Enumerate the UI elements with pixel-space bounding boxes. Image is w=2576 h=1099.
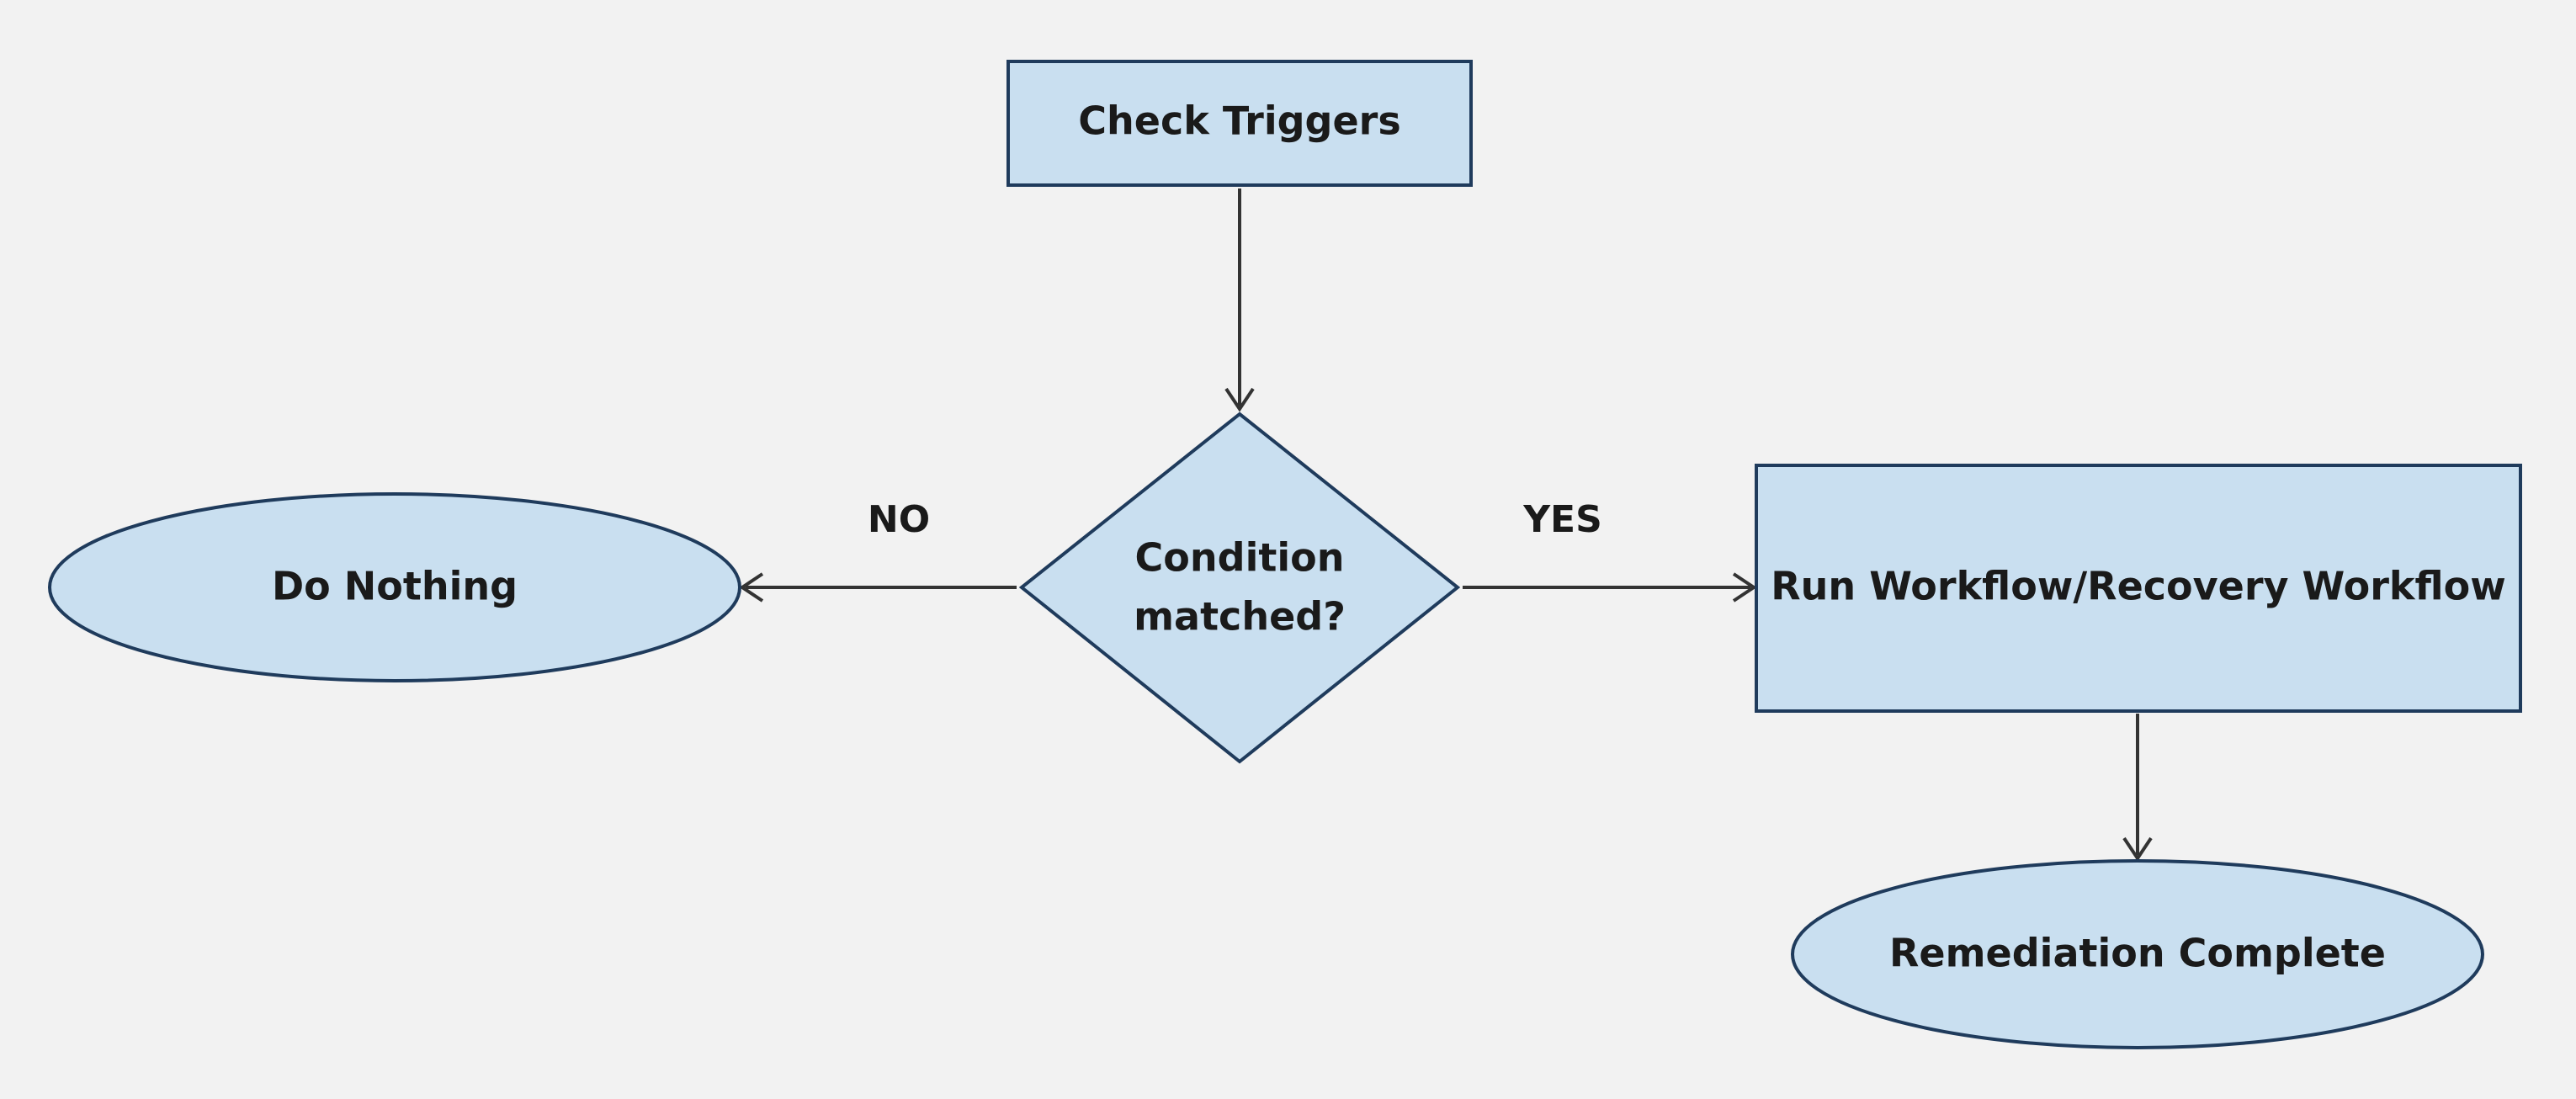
node-remediation-complete: Remediation Complete <box>1791 859 2484 1049</box>
edge-label-yes: YES <box>1522 498 1602 541</box>
node-condition-label-line2: matched? <box>1134 594 1346 640</box>
edge-check-to-condition <box>1224 188 1255 412</box>
node-check-triggers: Check Triggers <box>1006 60 1473 187</box>
node-remediation-complete-label: Remediation Complete <box>1889 931 2386 976</box>
node-run-workflow-label: Run Workflow/Recovery Workflow <box>1771 564 2505 609</box>
node-do-nothing-label: Do Nothing <box>272 564 518 609</box>
node-condition-matched: Condition matched? <box>1018 411 1461 764</box>
node-check-triggers-label: Check Triggers <box>1078 98 1400 144</box>
node-do-nothing: Do Nothing <box>48 492 741 682</box>
edge-condition-to-do-nothing <box>739 572 1017 603</box>
node-condition-label-line1: Condition <box>1135 535 1345 581</box>
node-run-workflow: Run Workflow/Recovery Workflow <box>1755 464 2522 713</box>
edge-run-workflow-to-remediation <box>2122 714 2153 862</box>
edge-condition-to-run-workflow <box>1463 572 1757 603</box>
edge-label-no: NO <box>868 498 930 541</box>
